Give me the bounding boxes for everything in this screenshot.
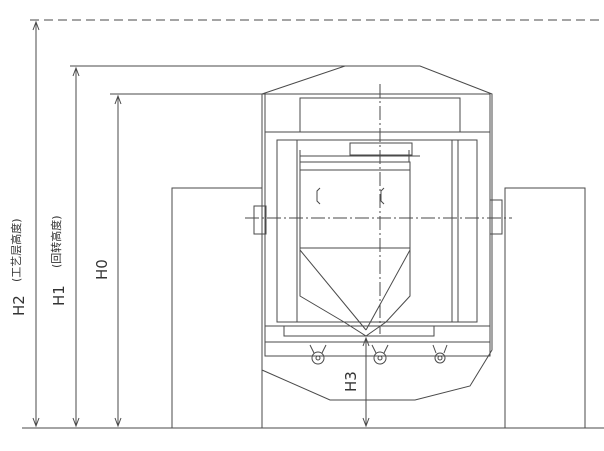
left-column <box>172 188 262 428</box>
right-column <box>505 188 585 428</box>
h2-label: H2 <box>10 295 28 316</box>
outer-frame <box>265 94 490 326</box>
h0-label: H0 <box>93 259 111 280</box>
bin-body <box>300 162 410 248</box>
h2-note: (工艺层高度) <box>9 218 23 282</box>
trolley-wheels <box>310 345 447 364</box>
h3-label: H3 <box>342 371 360 392</box>
left-pivot <box>254 206 266 234</box>
bin-cone <box>300 248 410 336</box>
h1-note: (回转高度) <box>49 215 63 268</box>
inner-frame <box>277 140 477 322</box>
h1-label: H1 <box>50 285 68 306</box>
